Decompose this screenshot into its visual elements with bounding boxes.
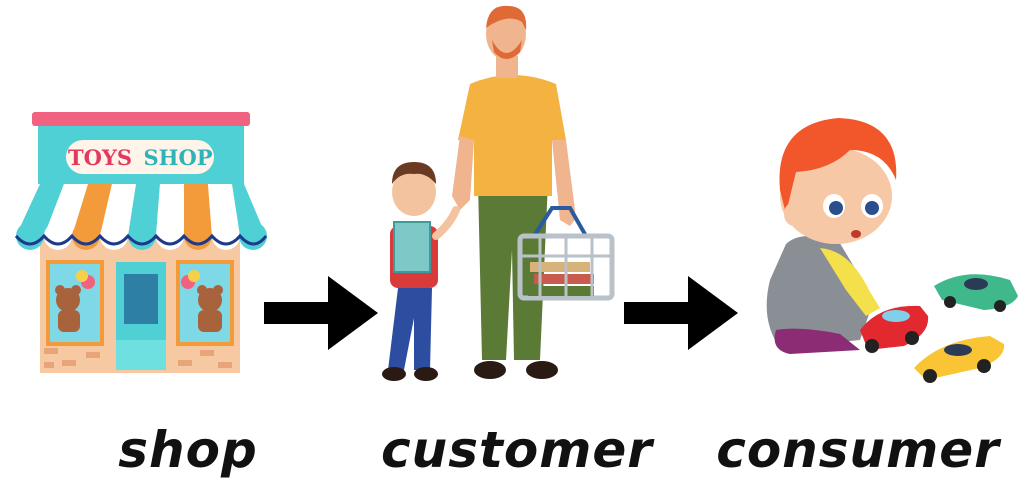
shop-sign-word1: TOYS [68,145,132,170]
roof-strip [32,112,250,126]
shop-label: shop [118,421,258,479]
boy-figure [382,162,460,381]
shopping-basket [517,206,615,301]
shop-sign-word2: SHOP [143,145,212,170]
toy-shop-illustration: TOYS SHOP [14,112,268,373]
toy-car-yellow [914,336,1005,383]
shop-sign [66,140,214,174]
arrow-shop-to-customer [264,276,378,350]
awning [14,184,268,250]
consumer-label: consumer [716,421,1000,479]
arrow-customer-to-consumer [624,276,738,350]
book [393,221,431,273]
customer-illustration [382,5,615,381]
consumer-illustration [766,118,1018,383]
toy-car-red [860,305,929,353]
customer-label: customer [381,421,653,479]
toy-car-green [934,274,1018,312]
